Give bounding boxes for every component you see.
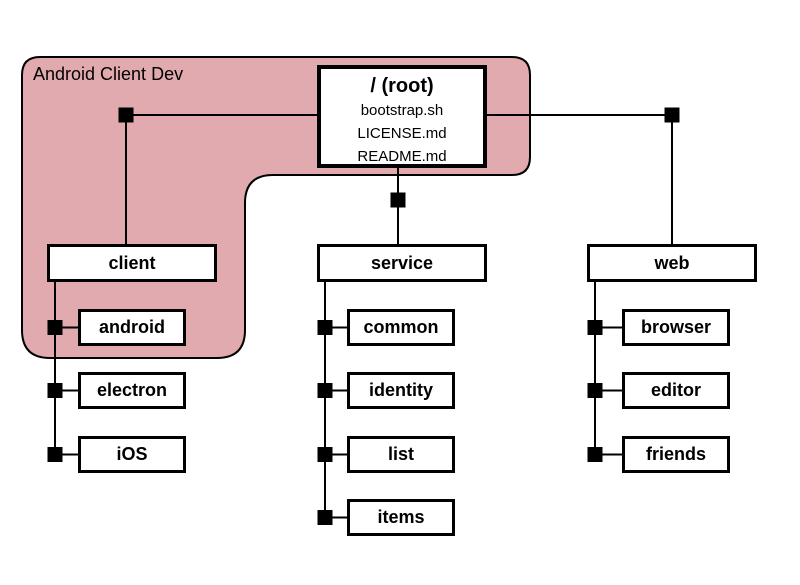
region-label: Android Client Dev xyxy=(33,64,184,84)
node-ios: iOS xyxy=(78,436,186,473)
connector-square xyxy=(317,510,333,525)
connector-square xyxy=(317,383,333,398)
root-file: LICENSE.md xyxy=(357,125,447,142)
connector-square xyxy=(47,383,63,398)
root-file: README.md xyxy=(357,148,447,165)
connector-square xyxy=(47,447,63,462)
connector-square xyxy=(47,320,63,335)
connector-square xyxy=(317,447,333,462)
connector-square xyxy=(390,192,406,208)
node-friends: friends xyxy=(622,436,730,473)
root-file: bootstrap.sh xyxy=(360,102,444,119)
connector-square xyxy=(587,383,603,398)
connector-square xyxy=(664,107,680,123)
node-android: android xyxy=(78,309,186,346)
node-service: service xyxy=(317,244,487,282)
connector-square xyxy=(118,107,134,123)
connector-square xyxy=(587,320,603,335)
node-browser: browser xyxy=(622,309,730,346)
node-common: common xyxy=(347,309,455,346)
node-list: list xyxy=(347,436,455,473)
node-root: / (root) bootstrap.sh LICENSE.md README.… xyxy=(317,65,487,168)
node-client: client xyxy=(47,244,217,282)
node-editor: editor xyxy=(622,372,730,409)
node-identity: identity xyxy=(347,372,455,409)
node-items: items xyxy=(347,499,455,536)
connector-square xyxy=(317,320,333,335)
node-electron: electron xyxy=(78,372,186,409)
node-web: web xyxy=(587,244,757,282)
root-title: / (root) xyxy=(370,75,434,97)
connector-square xyxy=(587,447,603,462)
